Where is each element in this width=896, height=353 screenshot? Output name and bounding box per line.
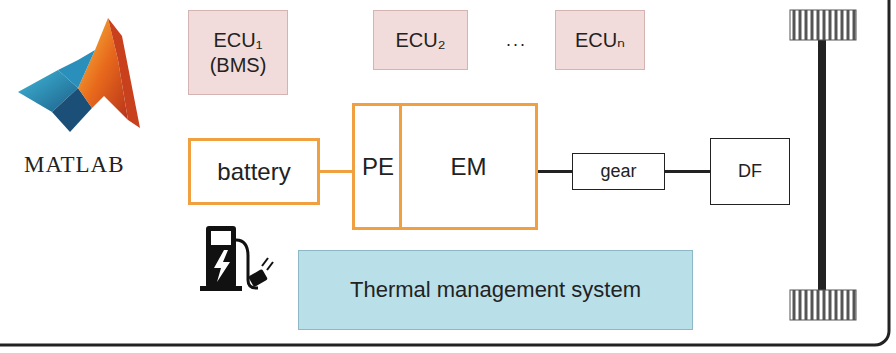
ellipsis: ... [506, 30, 527, 51]
node-text: ECUₙ [571, 28, 629, 53]
node-text: EM [447, 152, 491, 182]
node-text: Thermal management system [346, 276, 645, 304]
axle [818, 40, 826, 292]
ecu-box: ECU₂ [373, 10, 468, 70]
connector [665, 170, 710, 173]
connector [538, 170, 572, 173]
node-text: battery [213, 157, 294, 187]
wheel [790, 290, 856, 320]
charger-icon [200, 226, 273, 291]
node-text: PE [358, 152, 398, 182]
wheel [790, 10, 856, 40]
ecu-box: ECU₁ (BMS) [188, 10, 288, 95]
em-box: EM [399, 103, 538, 230]
ecu-box: ECUₙ [555, 10, 645, 70]
node-text: ECU₁ (BMS) [189, 28, 287, 78]
df-box: DF [710, 138, 790, 205]
logo-name: MATLAB [24, 152, 125, 178]
connector [320, 170, 352, 173]
node-text: DF [734, 160, 766, 183]
frame [0, 0, 889, 345]
node-text: ECU₂ [392, 28, 450, 53]
gear-box: gear [572, 153, 665, 190]
node-text: gear [596, 160, 640, 183]
pe-box: PE [352, 103, 404, 230]
matlab-logo [18, 18, 140, 132]
thermal-box: Thermal management system [298, 250, 693, 330]
battery-box: battery [188, 138, 320, 205]
